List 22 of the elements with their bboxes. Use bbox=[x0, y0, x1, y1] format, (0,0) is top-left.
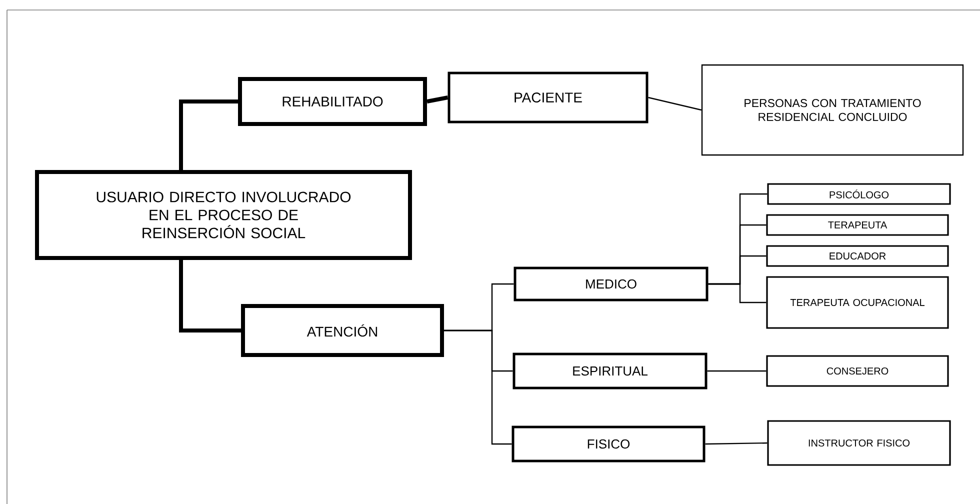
role-box: CONSEJERO bbox=[766, 355, 949, 387]
role-box: TERAPEUTA OCUPACIONAL bbox=[766, 276, 949, 329]
role-box: TERAPEUTA bbox=[766, 214, 949, 236]
connector-line bbox=[179, 260, 241, 332]
category-box: REHABILITADO bbox=[238, 77, 427, 126]
connector-line bbox=[708, 283, 766, 304]
root-box: USUARIO DIRECTO INVOLUCRADO EN EL PROCESO DE REINSERCIÓN SOCIAL bbox=[35, 170, 412, 260]
connector-line bbox=[707, 370, 766, 372]
description-box: PERSONAS CON TRATAMIENTO RESIDENCIAL CONCLUIDO bbox=[701, 64, 964, 156]
role-box: INSTRUCTOR FISICO bbox=[767, 420, 951, 466]
category-box: ESPIRITUAL bbox=[512, 352, 708, 390]
connector-line bbox=[444, 330, 512, 445]
connector-line bbox=[179, 100, 238, 170]
connector-line bbox=[705, 442, 768, 445]
category-box: FISICO bbox=[512, 426, 706, 462]
category-box: PACIENTE bbox=[448, 72, 648, 124]
role-box: PSICÓLOGO bbox=[767, 183, 951, 205]
role-box: EDUCADOR bbox=[766, 245, 949, 267]
category-box: MEDICO bbox=[514, 266, 708, 302]
connector-line bbox=[426, 96, 448, 104]
category-box: ATENCIÓN bbox=[241, 304, 444, 357]
connector-line bbox=[648, 96, 702, 111]
